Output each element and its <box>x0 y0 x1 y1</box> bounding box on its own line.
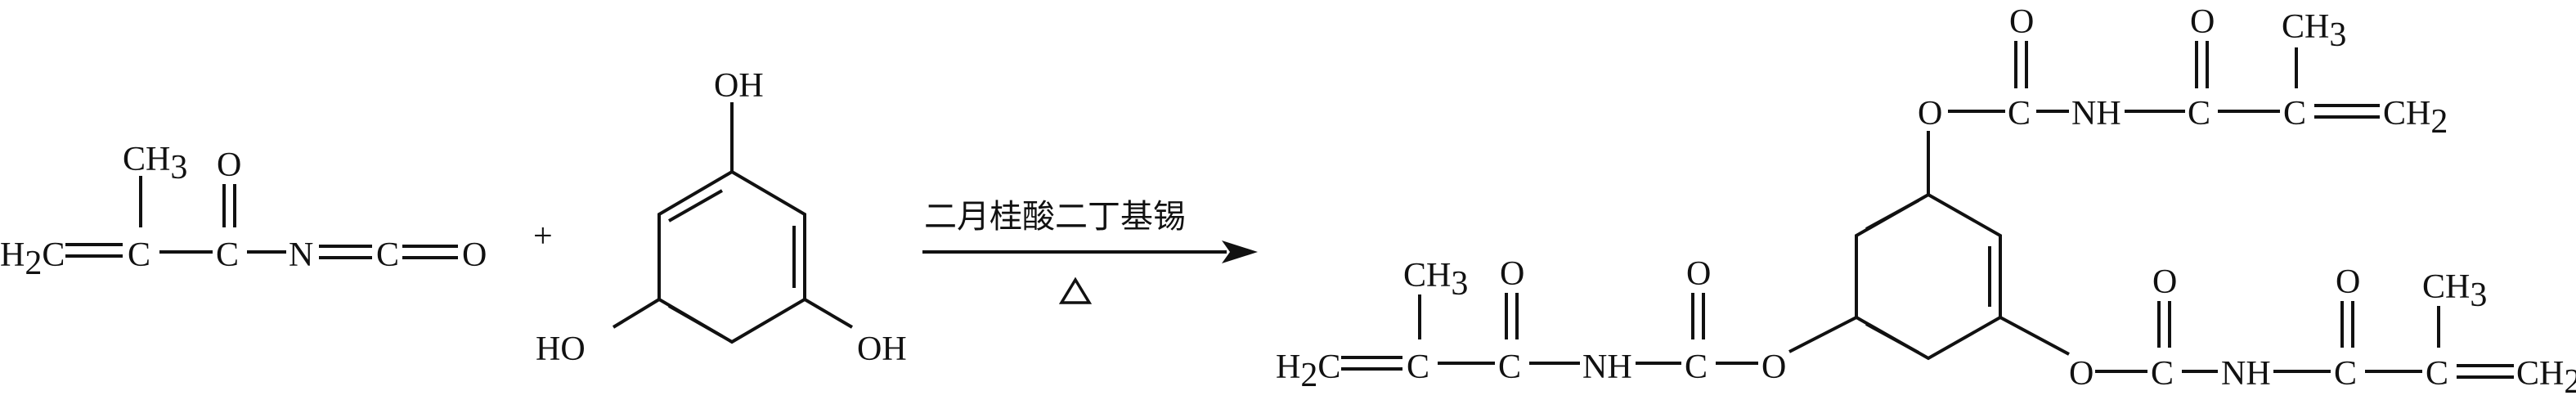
group-ch3-top: CH3 <box>2282 8 2346 54</box>
group-oh-left: HO <box>536 330 586 368</box>
product-right-arm: O C O NH C O C CH3 CH2 <box>1999 263 2576 401</box>
reaction-arrow: 二月桂酸二丁基锡 △ <box>922 198 1258 312</box>
atom-n: N <box>289 236 313 274</box>
atom-o-amide-left: O <box>1500 255 1524 293</box>
reactant-methacryloyl-isocyanate: H2C C CH3 C O N C O <box>0 141 487 282</box>
group-nh-left: NH <box>1582 348 1632 386</box>
atom-o-ester-left: O <box>1761 348 1786 386</box>
product-ring-inner-2 <box>1865 322 1919 354</box>
atom-c2: C <box>216 236 239 274</box>
atom-c3: C <box>376 236 399 274</box>
atom-c-amide-top: C <box>2188 95 2210 133</box>
group-ch3-left: CH3 <box>1403 257 1468 303</box>
atom-o-amide-right: O <box>2336 263 2360 301</box>
group-oh-right: OH <box>857 330 907 368</box>
product-benzene-ring <box>1855 193 2002 361</box>
plus-sign: + <box>533 218 553 255</box>
bond-ring-o-right <box>1999 316 2070 356</box>
atom-o-ester-top: O <box>1918 95 1942 133</box>
atom-o-ester-right: O <box>2069 355 2094 393</box>
bond-o-ring-left <box>1788 316 1857 353</box>
atom-c-amide-left: C <box>1498 348 1521 386</box>
atom-o-iso: O <box>462 236 487 274</box>
group-oh-top: OH <box>714 67 764 105</box>
atom-c-vinyl-top: C <box>2283 95 2306 133</box>
benzene-ring <box>657 170 806 344</box>
product-left-arm: H2C C CH3 C O NH C O O <box>1276 255 1857 394</box>
atom-h2c: H2C <box>0 236 65 282</box>
ring-inner-bond-3 <box>668 189 723 222</box>
atom-c-carbamate-top: C <box>2008 95 2031 133</box>
atom-c-amide-right: C <box>2334 355 2357 393</box>
atom-o-carbamate-right: O <box>2152 263 2177 301</box>
bond-oh-right <box>803 298 854 329</box>
reactant-phloroglucinol: OH HO OH <box>536 67 907 368</box>
product-molecule: O C O NH C O C CH3 CH2 H2C C <box>1276 3 2576 401</box>
group-nh-top: NH <box>2071 95 2121 133</box>
atom-o-keto: O <box>217 146 241 184</box>
atom-c1: C <box>128 236 150 274</box>
group-ch2-right: CH2 <box>2516 355 2576 401</box>
group-ch3: CH3 <box>123 141 187 187</box>
catalyst-label: 二月桂酸二丁基锡 <box>924 198 1186 236</box>
atom-c-vinyl-right: C <box>2426 355 2448 393</box>
arrow-head <box>1222 240 1258 263</box>
atom-c-carbamate-right: C <box>2151 355 2174 393</box>
atom-h2c-left: H2C <box>1276 348 1340 394</box>
atom-c-carbamate-left: C <box>1685 348 1708 386</box>
group-nh-right: NH <box>2221 355 2271 393</box>
atom-o-amide-top: O <box>2190 3 2215 41</box>
atom-o-carbamate-left: O <box>1686 255 1711 293</box>
product-top-arm: O C O NH C O C CH3 CH2 <box>1918 3 2448 195</box>
bond-oh-left <box>612 298 661 329</box>
atom-c-vinyl-left: C <box>1407 348 1429 386</box>
heat-triangle <box>1058 276 1093 304</box>
group-ch3-right: CH3 <box>2422 268 2487 314</box>
heat-condition-label: △ <box>1060 275 1085 312</box>
atom-o-carbamate-top: O <box>2009 3 2034 41</box>
group-ch2-top: CH2 <box>2383 95 2448 141</box>
ring-inner-bond-2 <box>668 304 723 338</box>
product-ring-inner-3 <box>1865 199 1919 231</box>
